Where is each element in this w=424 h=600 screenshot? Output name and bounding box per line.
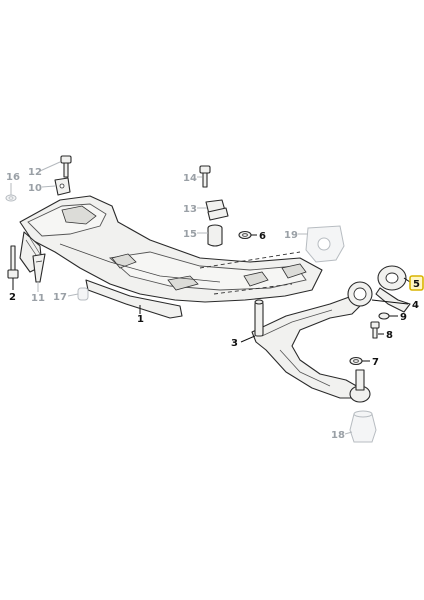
bolt-9[interactable] [378,312,390,320]
leader-lines [10,161,411,435]
bolt-8[interactable] [370,321,380,339]
boot-18[interactable] [349,410,377,443]
nut-7[interactable] [349,356,363,366]
clip-11[interactable] [32,253,46,283]
callout-10[interactable]: 10 [28,183,42,194]
nut-16[interactable] [5,194,17,202]
callout-16[interactable]: 16 [6,172,20,183]
callout-14[interactable]: 14 [183,173,197,184]
callout-5-highlight [409,275,424,291]
callout-3[interactable]: 3 [231,338,238,349]
callout-13[interactable]: 13 [183,204,197,215]
callout-4[interactable]: 4 [412,300,419,311]
callout-11[interactable]: 11 [31,293,45,304]
bracket-13[interactable] [205,199,229,221]
callout-5[interactable]: 5 [413,279,420,290]
nut-6[interactable] [238,230,252,240]
bolt-12[interactable] [60,155,72,178]
grommet-17[interactable] [77,287,89,301]
callout-8[interactable]: 8 [386,330,393,341]
callout-18[interactable]: 18 [331,430,345,441]
bracket-10[interactable] [54,177,71,196]
bolt-2[interactable] [7,245,19,279]
bushing-15[interactable] [207,224,223,247]
callout-19[interactable]: 19 [284,230,298,241]
bushing-5[interactable] [375,265,411,313]
callout-12[interactable]: 12 [28,167,42,178]
callout-6[interactable]: 6 [259,231,266,242]
callout-2[interactable]: 2 [9,292,16,303]
callout-15[interactable]: 15 [183,229,197,240]
callout-7[interactable]: 7 [372,357,379,368]
callout-9[interactable]: 9 [400,312,407,323]
control-arm[interactable] [251,281,373,403]
mount-19[interactable] [305,225,345,263]
callout-1[interactable]: 1 [137,314,144,325]
bolt-14[interactable] [199,165,211,188]
callout-17[interactable]: 17 [53,292,67,303]
